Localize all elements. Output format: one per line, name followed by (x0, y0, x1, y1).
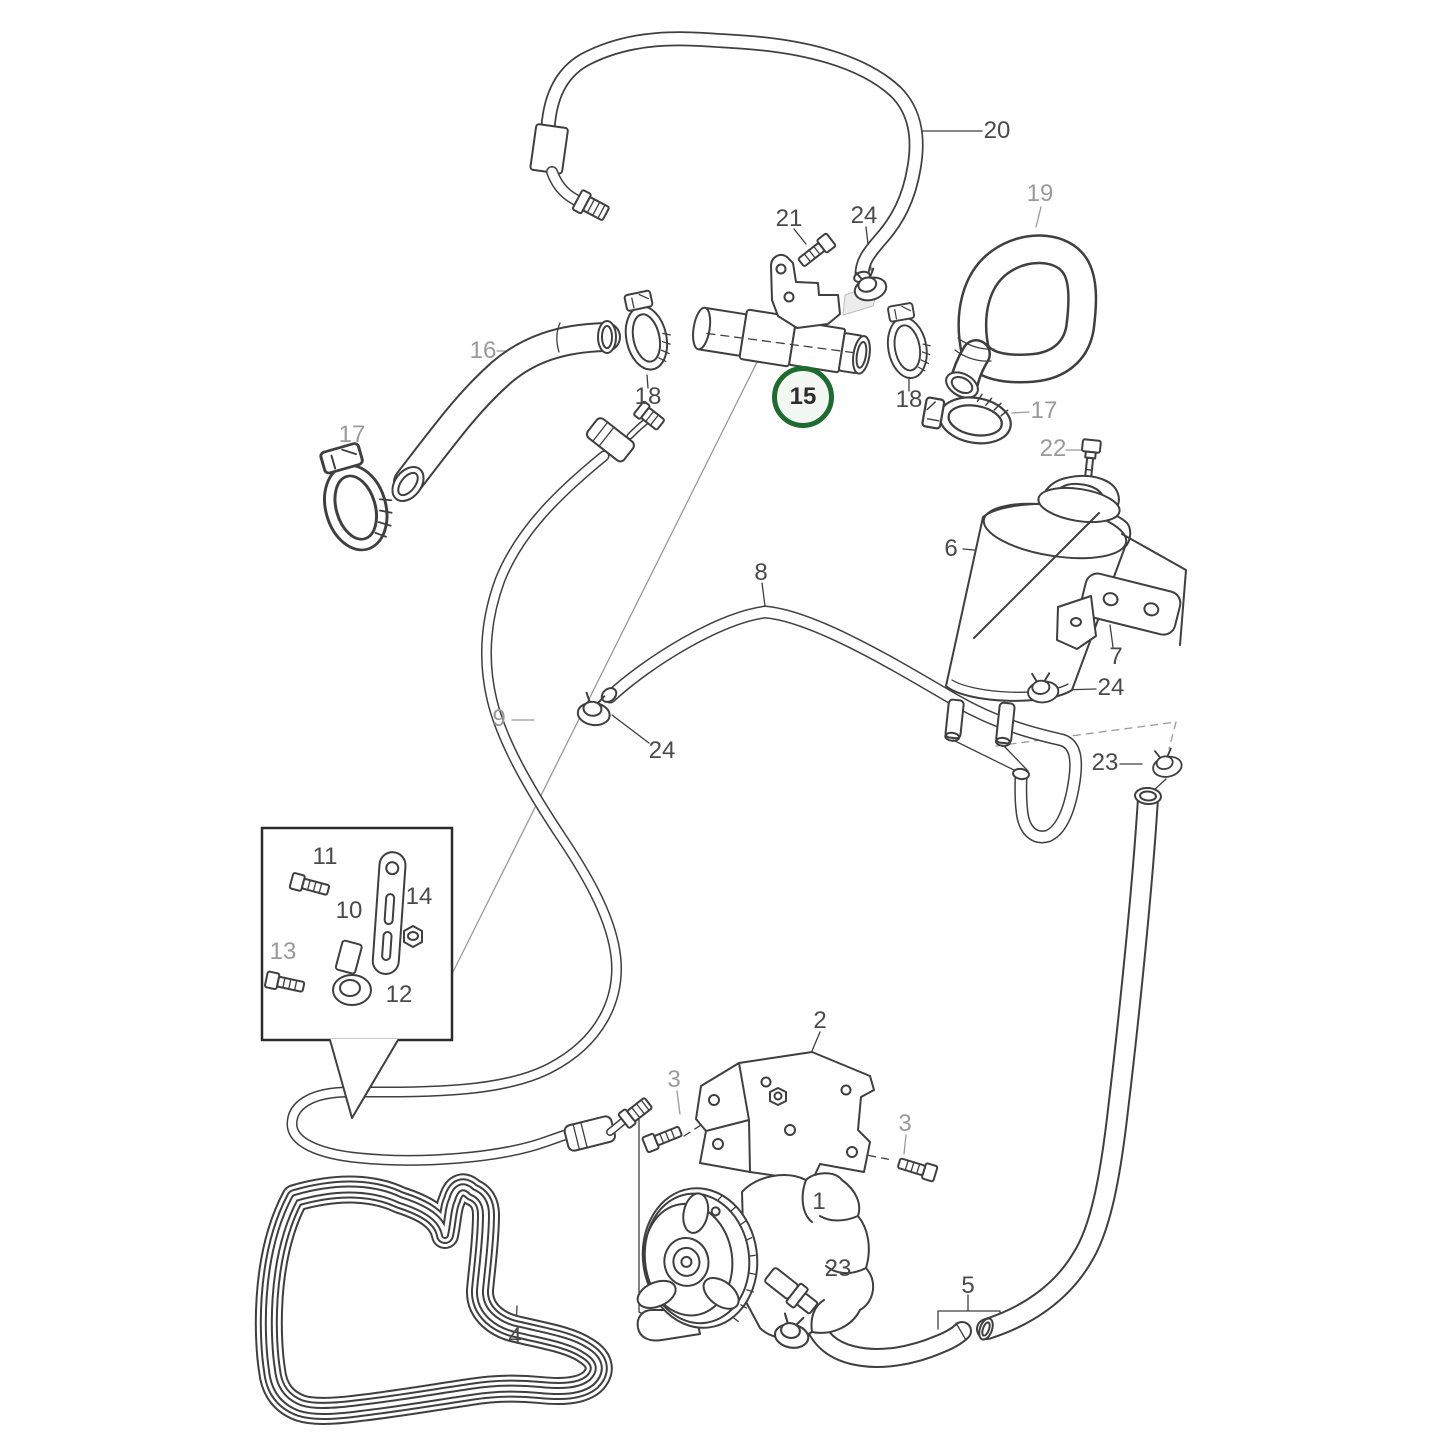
callout-4-28[interactable]: 4 (508, 1323, 522, 1350)
callout-23-17[interactable]: 23 (1091, 749, 1119, 776)
hose-20 (529, 39, 916, 284)
callout-24-14[interactable]: 24 (1097, 674, 1125, 701)
callout-2-23[interactable]: 2 (813, 1007, 827, 1034)
callout-16-4[interactable]: 16 (469, 337, 497, 364)
callout-5-29[interactable]: 5 (961, 1272, 975, 1299)
callout-10-19[interactable]: 10 (335, 897, 363, 924)
bolt-3-right (895, 1154, 939, 1183)
hose-16 (391, 320, 616, 502)
callout-17-8[interactable]: 17 (1030, 397, 1058, 424)
callout-21-2[interactable]: 21 (775, 205, 803, 232)
pulley (636, 1187, 759, 1329)
callout-3-24[interactable]: 3 (667, 1066, 681, 1093)
clamp-23-right (1148, 745, 1185, 781)
callout-18-7[interactable]: 18 (895, 386, 923, 413)
bolt-3-left (641, 1122, 685, 1154)
callout-22-10[interactable]: 22 (1039, 435, 1067, 462)
callout-19-1[interactable]: 19 (1026, 180, 1054, 207)
clamp-18-right (880, 299, 937, 383)
hose-20-fitting (571, 189, 610, 221)
callout-9-15[interactable]: 9 (492, 705, 506, 732)
bracket-7 (1056, 533, 1187, 650)
callout-24-3[interactable]: 24 (850, 202, 878, 229)
callout-13-21[interactable]: 13 (269, 938, 297, 965)
clamp-12 (332, 939, 372, 1006)
strip-10 (371, 851, 407, 975)
hose-8 (600, 612, 1076, 837)
reservoir-6 (944, 474, 1132, 747)
hose-9 (292, 400, 665, 1160)
hose-19 (945, 249, 1082, 399)
clamp-17-left (308, 436, 404, 559)
callout-7-13[interactable]: 7 (1109, 643, 1123, 670)
callout-17-9[interactable]: 17 (338, 421, 366, 448)
callout-3-25[interactable]: 3 (898, 1110, 912, 1137)
belt-4 (269, 1187, 599, 1411)
callout-15-6[interactable]: 15 (772, 366, 834, 428)
callout-11-18[interactable]: 11 (312, 843, 338, 870)
callout-6-11[interactable]: 6 (944, 535, 958, 562)
clamp-18-left (616, 286, 678, 375)
callout-12-22[interactable]: 12 (385, 981, 413, 1008)
callout-1-26[interactable]: 1 (812, 1188, 826, 1215)
callout-14-20[interactable]: 14 (405, 883, 433, 910)
nut-14 (403, 925, 423, 948)
pump-1 (636, 1172, 875, 1342)
bracket-21 (770, 254, 841, 329)
callout-20-0[interactable]: 20 (983, 117, 1011, 144)
callout-24-16[interactable]: 24 (648, 737, 676, 764)
pump-outlet (764, 1267, 819, 1315)
inset-box (260, 826, 454, 1119)
callout-8-12[interactable]: 8 (754, 559, 768, 586)
bracket-2 (695, 1051, 875, 1182)
callout-23-27[interactable]: 23 (824, 1255, 852, 1282)
pipe-15 (692, 306, 871, 375)
nut-on-bracket (769, 1087, 787, 1106)
callout-18-5[interactable]: 18 (634, 383, 662, 410)
